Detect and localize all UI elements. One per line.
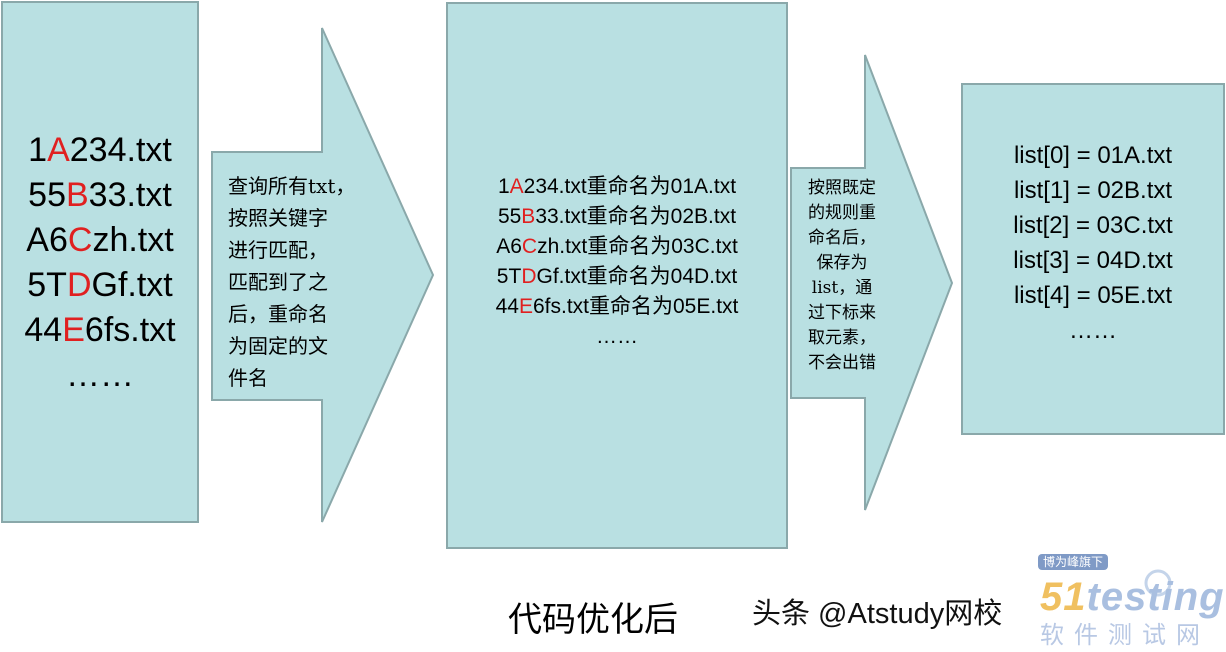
step1-arrow — [211, 27, 435, 523]
text: 6fs.txt — [84, 311, 176, 349]
text-line: 后，重命名 — [228, 302, 328, 326]
list-item: list[3] = 04D.txt — [1013, 247, 1173, 274]
step1-text: 查询所有txt， 按照关键字 进行匹配， 匹配到了之 后，重命名 为固定的文 件… — [228, 170, 378, 394]
highlight-letter: A — [47, 131, 70, 169]
step2-text: 按照既定 的规则重 命名后， 保存为 list，通 过下标来 取元素， 不会出错 — [796, 176, 888, 376]
text: 1 — [28, 131, 48, 169]
text: 33.txt重命名为02B.txt — [535, 205, 737, 228]
text: 5T — [496, 265, 522, 288]
text: 44 — [24, 311, 63, 349]
logo-text: testing — [1086, 575, 1225, 619]
list-items: list[0] = 01A.txt list[1] = 02B.txt list… — [962, 138, 1224, 348]
highlight-letter: C — [67, 221, 93, 259]
ellipsis: …… — [66, 356, 134, 394]
renames-box — [446, 2, 788, 549]
highlight-letter: A — [509, 175, 524, 198]
text-line: 取元素， — [808, 328, 876, 348]
file-item: 5TDGf.txt — [2, 263, 198, 308]
credit-text: 头条 @Atstudy网校 — [752, 598, 1003, 630]
text-line: 查询所有txt， — [228, 174, 356, 198]
rename-item: 55B33.txt重命名为02B.txt — [447, 202, 787, 232]
highlight-letter: B — [65, 176, 89, 214]
ellipsis: …… — [1069, 317, 1117, 344]
logo-number: 51 — [1040, 575, 1087, 619]
text: A6 — [26, 221, 68, 259]
text-line: 命名后， — [808, 228, 876, 248]
text-line: 不会出错 — [808, 353, 876, 373]
file-item: 44E6fs.txt — [2, 308, 198, 353]
text: 55 — [28, 176, 66, 214]
text: zh.txt重命名为03C.txt — [537, 235, 738, 258]
renames-list: 1A234.txt重命名为01A.txt 55B33.txt重命名为02B.tx… — [447, 172, 787, 352]
list-item: list[2] = 03C.txt — [1013, 212, 1173, 239]
highlight-letter: C — [521, 235, 538, 258]
text-line: 的规则重 — [808, 203, 876, 223]
text-line: 过下标来 — [808, 303, 876, 323]
ellipsis: …… — [596, 325, 638, 348]
text-line: 保存为 — [816, 253, 868, 273]
text: A6 — [496, 235, 522, 258]
highlight-letter: E — [62, 311, 85, 349]
watermark-circle-icon — [1144, 569, 1172, 597]
text: 234.txt — [69, 131, 172, 169]
text: 5T — [27, 266, 67, 304]
highlight-letter: E — [518, 295, 533, 318]
text-line: 为固定的文 — [228, 334, 328, 358]
text: 6fs.txt重命名为05E.txt — [532, 295, 739, 318]
text: 1 — [497, 175, 510, 198]
text: 55 — [497, 205, 522, 228]
list-box — [961, 83, 1225, 435]
watermark-badge: 博为峰旗下 — [1038, 554, 1109, 570]
text-line: 匹配到了之 — [228, 270, 328, 294]
file-item: A6Czh.txt — [2, 218, 198, 263]
text: 234.txt重命名为01A.txt — [523, 175, 737, 198]
text-line: list，通 — [811, 278, 873, 298]
caption: 代码优化后 — [508, 600, 678, 640]
input-files-list: 1A234.txt 55B33.txt A6Czh.txt 5TDGf.txt … — [2, 128, 198, 398]
rename-item: 44E6fs.txt重命名为05E.txt — [447, 292, 787, 322]
text: 44 — [495, 295, 519, 318]
input-files-box — [1, 1, 199, 523]
step2-arrow — [790, 54, 954, 511]
text-line: 件名 — [228, 366, 268, 390]
text: Gf.txt重命名为04D.txt — [536, 265, 738, 288]
highlight-letter: B — [521, 205, 536, 228]
list-item: list[1] = 02B.txt — [1013, 177, 1173, 204]
text: zh.txt — [92, 221, 174, 259]
file-item: 55B33.txt — [2, 173, 198, 218]
rename-item: A6Czh.txt重命名为03C.txt — [447, 232, 787, 262]
list-item: list[4] = 05E.txt — [1013, 282, 1173, 309]
text-line: 按照关键字 — [228, 206, 328, 230]
text: Gf.txt — [91, 266, 173, 304]
list-item: list[0] = 01A.txt — [1013, 142, 1173, 169]
text-line: 按照既定 — [808, 178, 876, 198]
text-line: 进行匹配， — [228, 238, 328, 262]
rename-item: 5TDGf.txt重命名为04D.txt — [447, 262, 787, 292]
watermark-subtitle: 软件测试网 — [1040, 622, 1210, 649]
watermark-logo: 51testing — [1040, 576, 1225, 618]
rename-item: 1A234.txt重命名为01A.txt — [447, 172, 787, 202]
text: 33.txt — [88, 176, 172, 214]
highlight-letter: D — [521, 265, 537, 288]
highlight-letter: D — [66, 266, 92, 304]
file-item: 1A234.txt — [2, 128, 198, 173]
